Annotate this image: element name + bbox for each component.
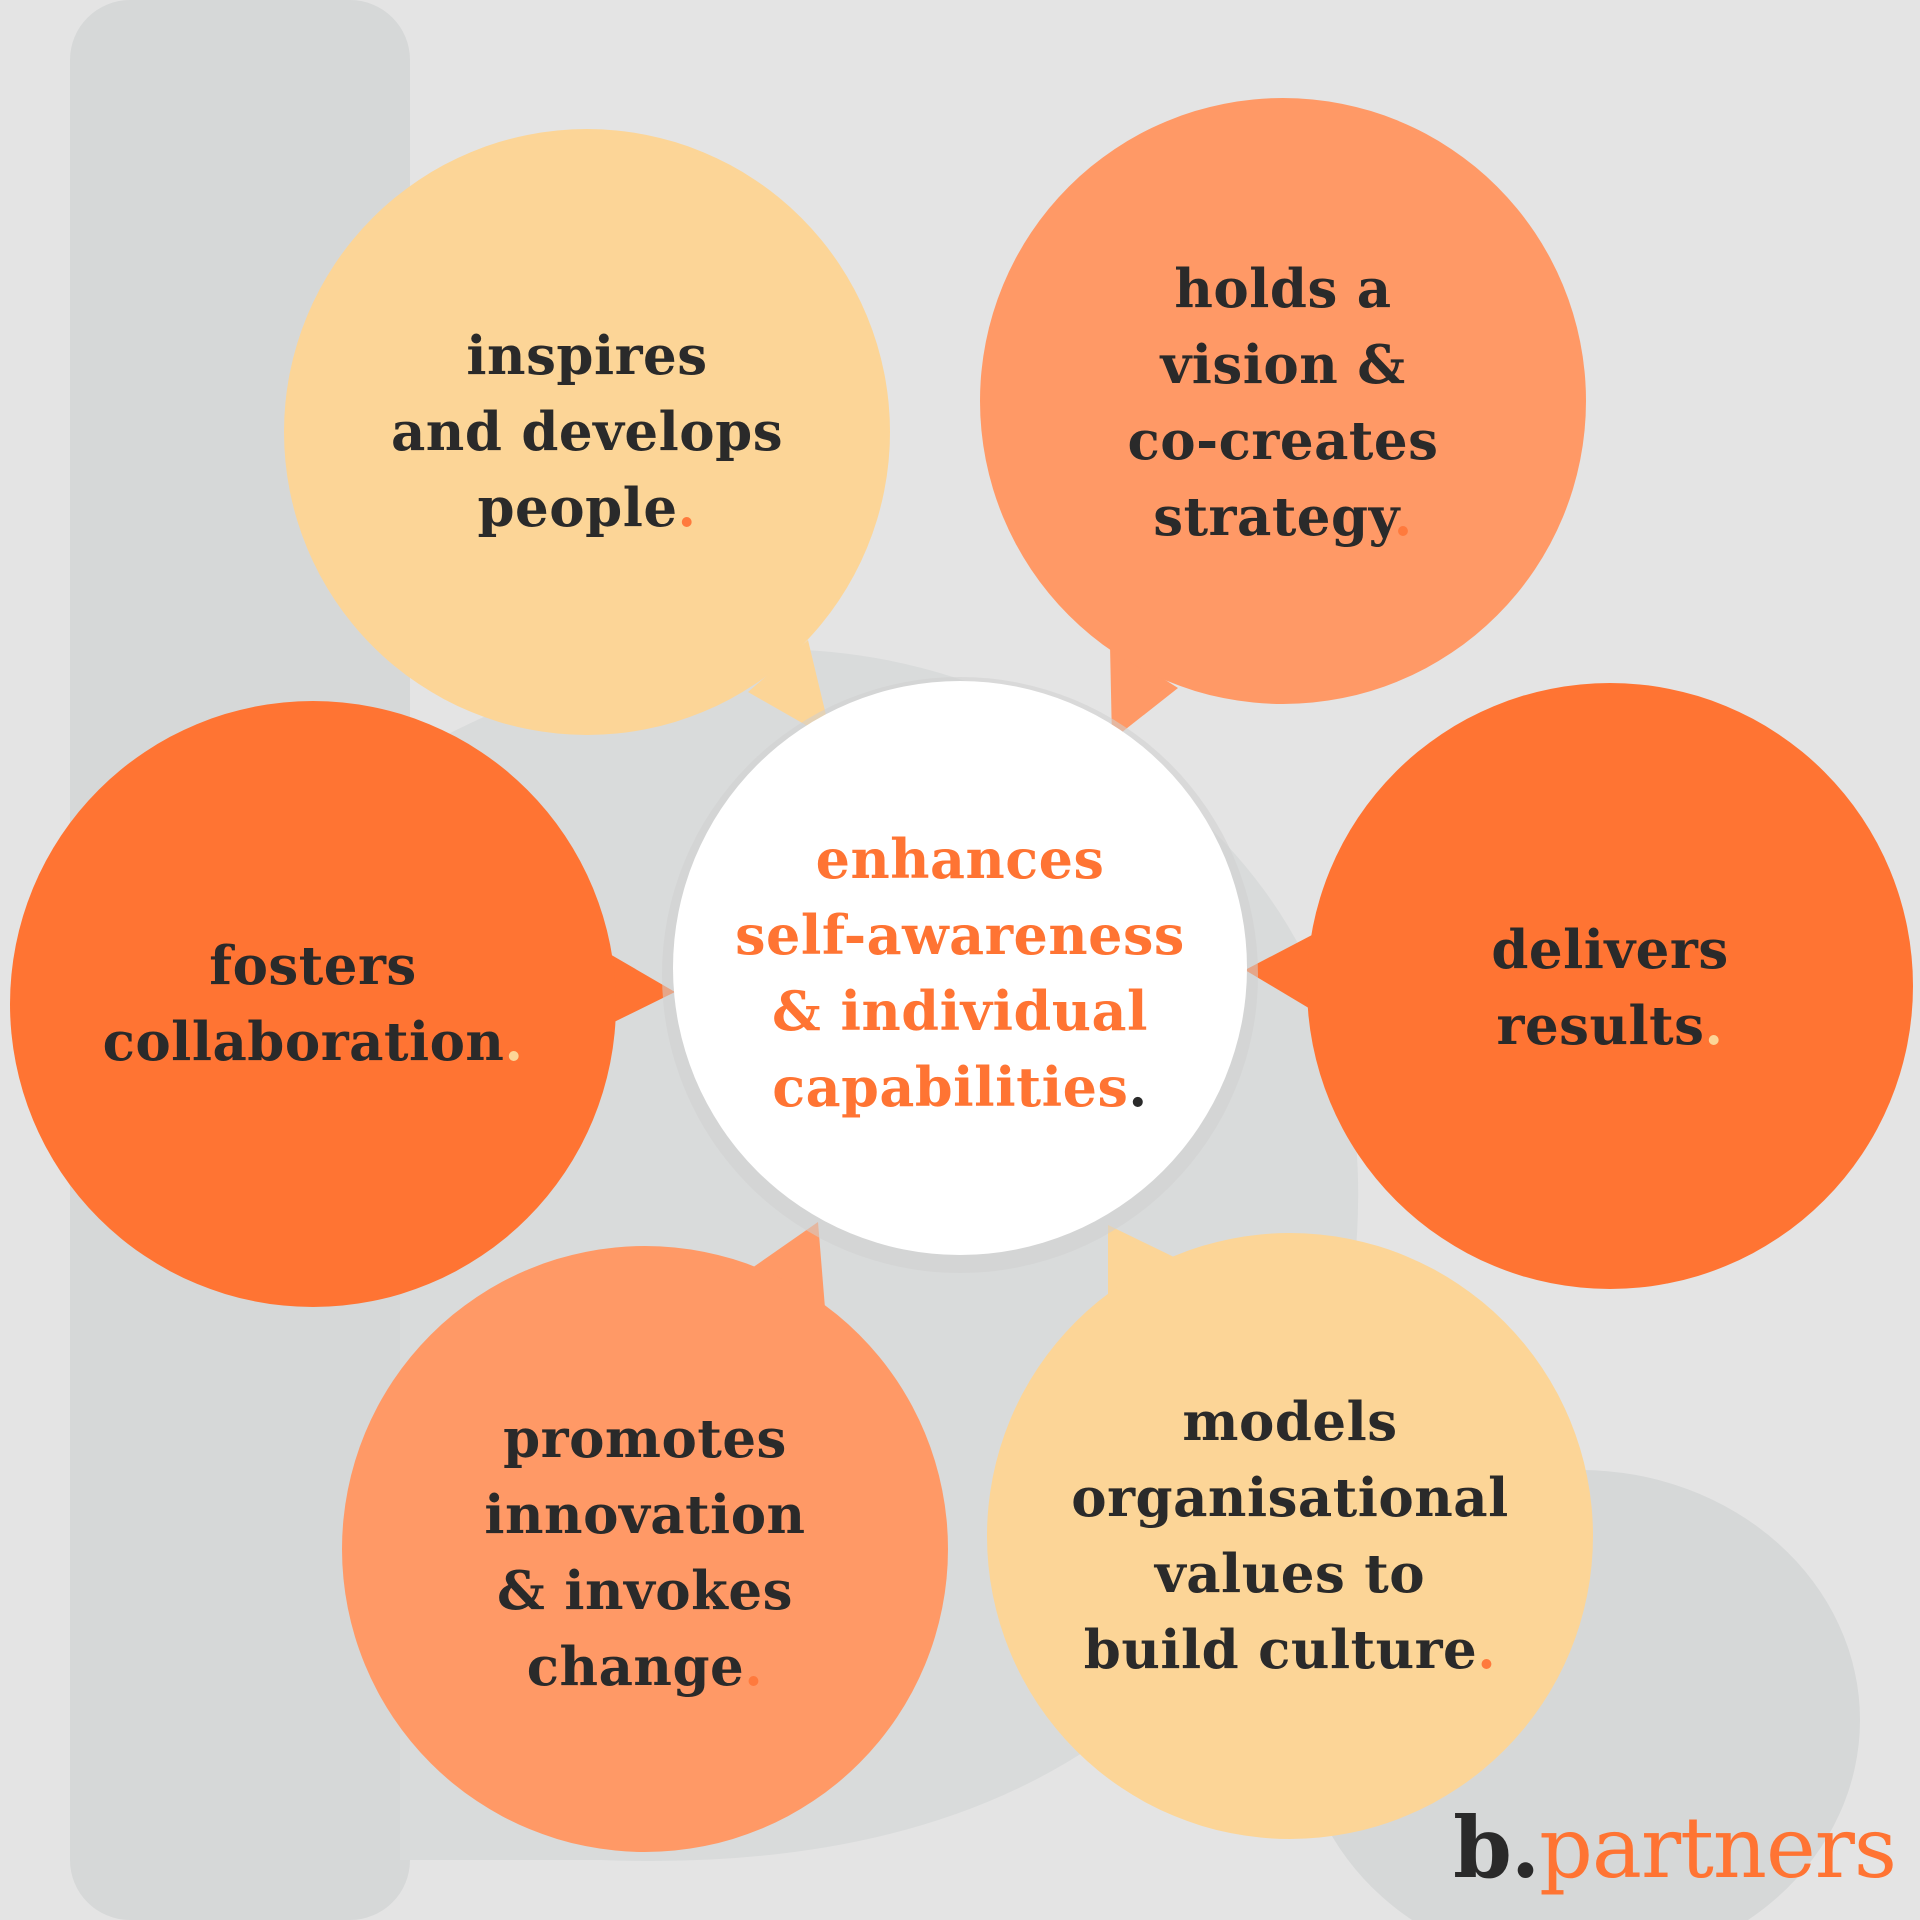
bubble-tails bbox=[608, 640, 1312, 1308]
center-circle bbox=[673, 681, 1247, 1255]
bubble-vision bbox=[980, 98, 1586, 704]
center-label: enhances self-awareness & individual cap… bbox=[735, 827, 1185, 1119]
tail-vision bbox=[1110, 645, 1178, 740]
label-vision: holds a vision & co-creates strategy. bbox=[1127, 258, 1439, 548]
label-inspires: inspires and develops people. bbox=[390, 325, 784, 539]
bubble-results bbox=[1307, 683, 1913, 1289]
tail-collaboration bbox=[608, 953, 675, 1025]
bubble-collaboration bbox=[10, 701, 616, 1307]
tail-innovation bbox=[752, 1222, 825, 1308]
label-innovation: promotes innovation & invokes change. bbox=[484, 1408, 806, 1698]
label-culture: models organisational values to build cu… bbox=[1071, 1391, 1509, 1681]
bubble-innovation bbox=[342, 1246, 948, 1852]
tail-culture bbox=[1108, 1225, 1176, 1300]
label-results: delivers results. bbox=[1491, 919, 1729, 1057]
bpartners-logo: b.partners bbox=[1453, 1798, 1897, 1897]
tail-inspires bbox=[748, 640, 832, 740]
label-collaboration: fosters collaboration. bbox=[102, 935, 524, 1073]
tail-results bbox=[1245, 935, 1312, 1010]
bubble-culture bbox=[987, 1233, 1593, 1839]
bubble-inspires bbox=[284, 129, 890, 735]
